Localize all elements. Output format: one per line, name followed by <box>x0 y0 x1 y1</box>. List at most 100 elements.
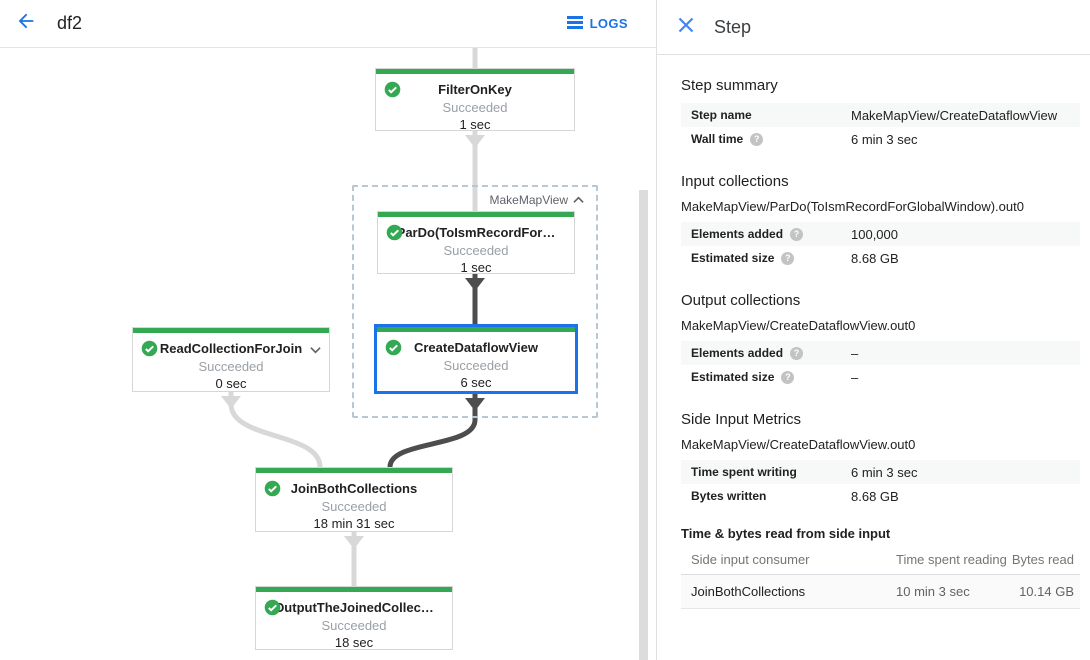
status-bar <box>256 468 452 473</box>
logs-button[interactable]: LOGS <box>566 15 628 33</box>
help-icon[interactable] <box>781 370 795 384</box>
help-icon[interactable] <box>790 346 804 360</box>
side-input-collection-name: MakeMapView/CreateDataflowView.out0 <box>681 437 916 452</box>
check-circle-icon <box>264 599 281 616</box>
step-summary-rows: Step name MakeMapView/CreateDataflowView… <box>681 103 1080 151</box>
check-circle-icon <box>384 81 401 98</box>
kv-value: MakeMapView/CreateDataflowView <box>851 107 1058 123</box>
kv-value: 6 min 3 sec <box>851 131 918 147</box>
section-heading-output-collections: Output collections <box>681 292 801 309</box>
cell-bytes-read: 10.14 GB <box>1009 574 1080 609</box>
pipeline-graph: MakeMapView FilterOnKey Succeeded 1 sec <box>0 48 656 660</box>
kv-row-step-name: Step name MakeMapView/CreateDataflowView <box>681 103 1080 127</box>
node-status: Succeeded <box>443 243 509 258</box>
kv-label: Estimated size <box>691 370 775 384</box>
node-title: ParDo(ToIsmRecordFor… <box>396 225 556 240</box>
table-header-row: Side input consumer Time spent reading B… <box>681 545 1080 575</box>
panel-header: Step <box>657 0 1090 55</box>
node-time: 18 sec <box>334 635 374 650</box>
side-input-table: Side input consumer Time spent reading B… <box>681 545 1080 609</box>
status-bar <box>133 328 329 333</box>
kv-label: Step name <box>691 108 752 122</box>
check-circle-icon <box>385 339 402 356</box>
status-bar <box>376 69 574 74</box>
kv-row-bytes-written: Bytes written 8.68 GB <box>681 484 1080 508</box>
logs-label: LOGS <box>589 16 628 31</box>
column-header-bytes-read: Bytes read <box>1009 545 1080 575</box>
kv-label: Bytes written <box>691 489 767 503</box>
node-title: JoinBothCollections <box>290 481 418 496</box>
kv-row-time-spent-writing: Time spent writing 6 min 3 sec <box>681 460 1080 484</box>
kv-row-estimated-size: Estimated size – <box>681 365 1080 389</box>
column-header-side-input-consumer: Side input consumer <box>681 545 896 575</box>
kv-row-elements-added: Elements added 100,000 <box>681 222 1080 246</box>
node-status: Succeeded <box>442 100 508 115</box>
close-button[interactable] <box>674 15 698 39</box>
check-circle-icon <box>141 340 158 357</box>
kv-value: 6 min 3 sec <box>851 464 918 480</box>
section-heading-side-input-metrics: Side Input Metrics <box>681 411 802 428</box>
help-icon[interactable] <box>781 251 795 265</box>
kv-value: 100,000 <box>851 226 898 242</box>
back-button[interactable] <box>10 8 42 40</box>
side-input-metrics-rows: Time spent writing 6 min 3 sec Bytes wri… <box>681 460 1080 508</box>
help-icon[interactable] <box>790 227 804 241</box>
section-heading-step-summary: Step summary <box>681 77 778 94</box>
status-bar <box>256 587 452 592</box>
kv-value: 8.68 GB <box>851 250 899 266</box>
pane-divider <box>656 0 657 660</box>
panel-body: Step summary Step name MakeMapView/Creat… <box>657 77 1090 609</box>
kv-label: Elements added <box>691 346 784 360</box>
vertical-scrollbar[interactable] <box>639 190 648 660</box>
graph-node-filteronkey[interactable]: FilterOnKey Succeeded 1 sec <box>375 68 575 132</box>
node-title: OutputTheJoinedCollec… <box>274 600 434 615</box>
kv-row-estimated-size: Estimated size 8.68 GB <box>681 246 1080 270</box>
graph-edges <box>221 48 485 589</box>
node-status: Succeeded <box>321 618 387 633</box>
kv-label: Estimated size <box>691 251 775 265</box>
graph-node-createdataflowview[interactable]: CreateDataflowView Succeeded 6 sec <box>374 324 578 394</box>
column-header-time-spent-reading: Time spent reading <box>896 545 1010 575</box>
graph-node-readcollectionforjoin[interactable]: ReadCollectionForJoin Succeeded 0 sec <box>132 327 330 392</box>
check-circle-icon <box>386 224 403 241</box>
chevron-down-icon[interactable] <box>310 341 321 359</box>
kv-row-elements-added: Elements added – <box>681 341 1080 365</box>
arrow-left-icon <box>15 10 37 37</box>
cell-time-spent-reading: 10 min 3 sec <box>896 574 1010 609</box>
help-icon[interactable] <box>750 132 764 146</box>
cell-side-input-consumer: JoinBothCollections <box>681 574 896 609</box>
node-title: CreateDataflowView <box>413 340 539 355</box>
check-circle-icon <box>264 480 281 497</box>
logs-list-icon <box>566 15 584 33</box>
panel-title: Step <box>714 16 752 37</box>
step-details-panel: Step Step summary Step name MakeMapView/… <box>657 0 1090 660</box>
kv-label: Wall time <box>691 132 744 146</box>
node-status: Succeeded <box>198 359 264 374</box>
group-collapse-toggle[interactable]: MakeMapView <box>490 193 584 207</box>
chevron-up-icon <box>573 193 584 207</box>
composite-group-makemapview: MakeMapView <box>352 185 598 418</box>
graph-node-outputthejoinedcollection[interactable]: OutputTheJoinedCollec… Succeeded 18 sec <box>255 586 453 650</box>
input-collections-rows: Elements added 100,000 Estimated size 8.… <box>681 222 1080 270</box>
topbar: df2 LOGS <box>0 0 656 48</box>
input-collection-name: MakeMapView/ParDo(ToIsmRecordForGlobalWi… <box>681 199 1024 214</box>
close-icon <box>678 17 694 38</box>
node-title: ReadCollectionForJoin <box>159 341 303 356</box>
graph-node-joinbothcollections[interactable]: JoinBothCollections Succeeded 18 min 31 … <box>255 467 453 532</box>
node-time: 1 sec <box>459 117 491 132</box>
node-status: Succeeded <box>443 358 509 373</box>
graph-pane: df2 LOGS <box>0 0 656 660</box>
status-bar <box>378 212 574 217</box>
graph-node-pardo-toismrecord[interactable]: ParDo(ToIsmRecordFor… Succeeded 1 sec <box>377 211 575 275</box>
kv-value: 8.68 GB <box>851 488 899 504</box>
kv-row-wall-time: Wall time 6 min 3 sec <box>681 127 1080 151</box>
node-time: 18 min 31 sec <box>313 516 395 531</box>
side-input-table-heading: Time & bytes read from side input <box>681 526 891 541</box>
job-title: df2 <box>57 13 83 33</box>
kv-value: – <box>851 345 859 361</box>
node-status: Succeeded <box>321 499 387 514</box>
node-time: 6 sec <box>460 375 492 390</box>
node-title: FilterOnKey <box>438 82 512 97</box>
output-collections-rows: Elements added – Estimated size – <box>681 341 1080 389</box>
